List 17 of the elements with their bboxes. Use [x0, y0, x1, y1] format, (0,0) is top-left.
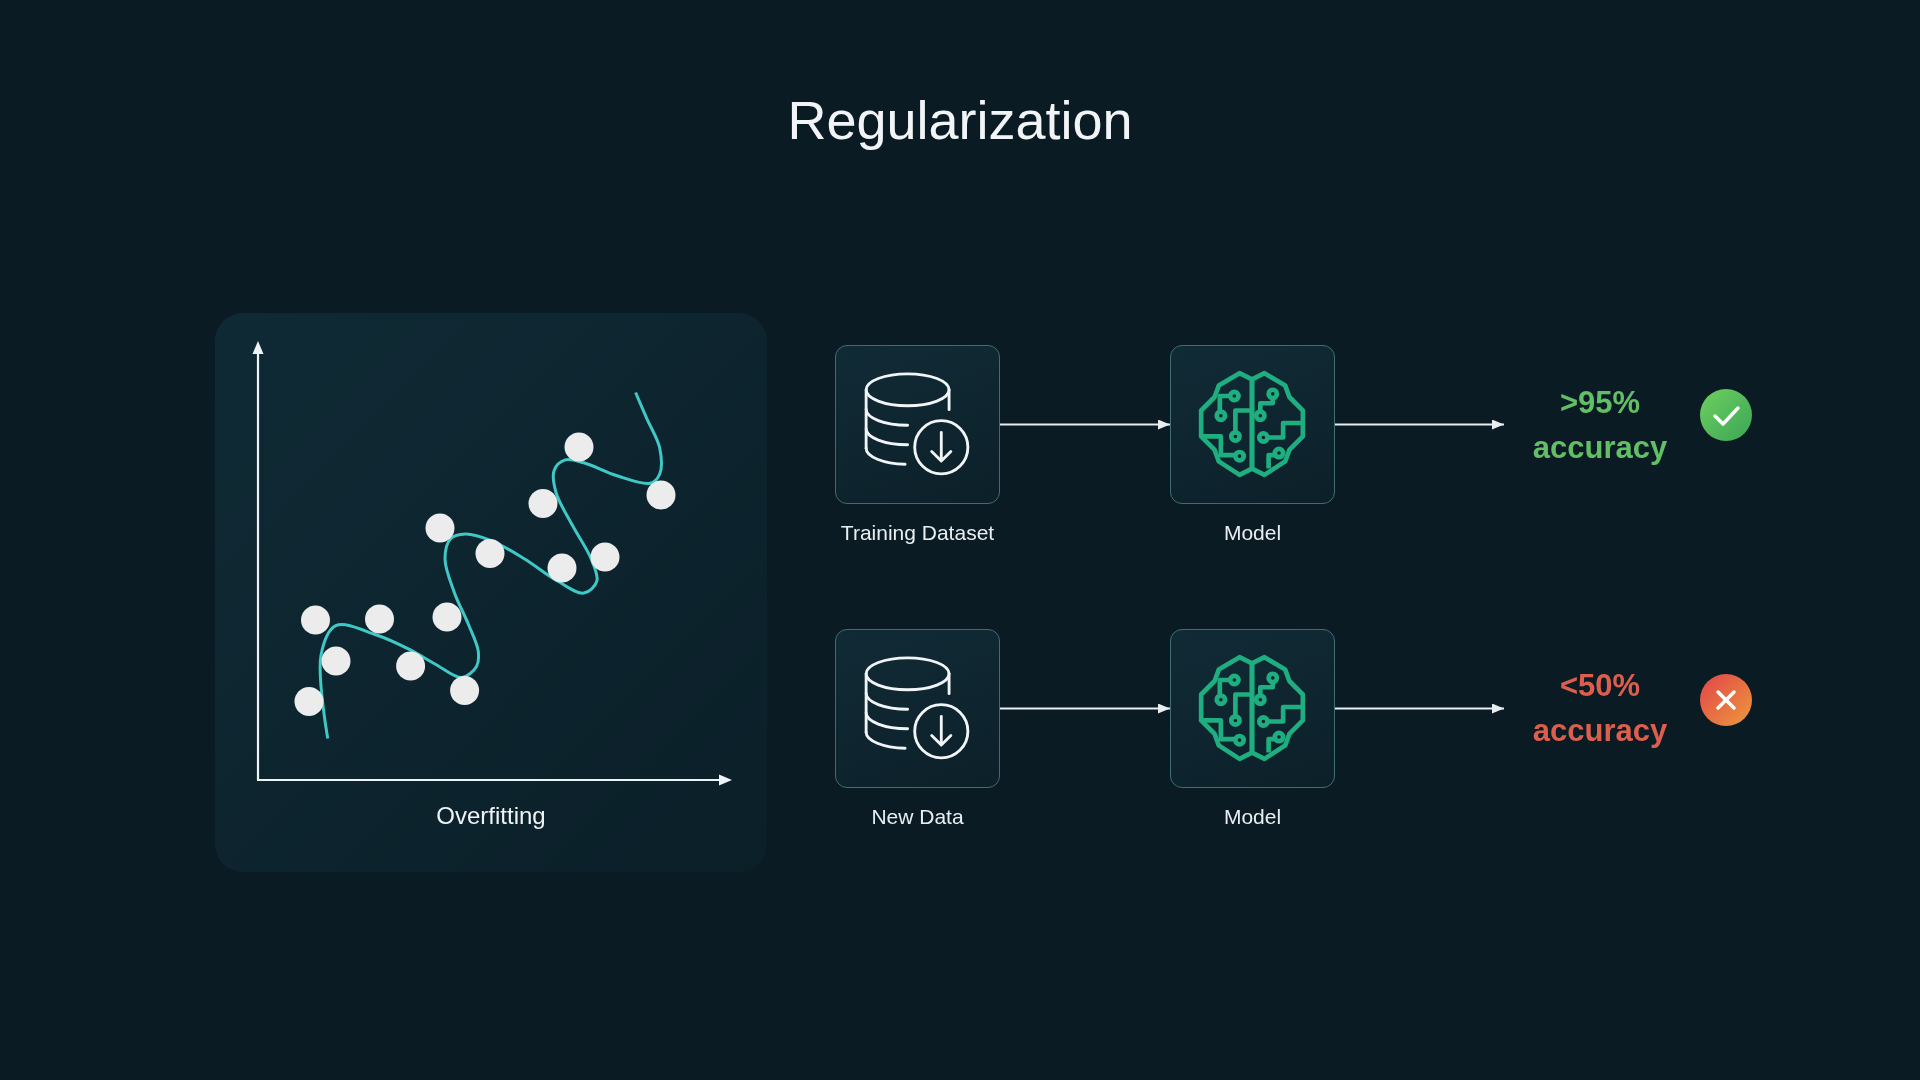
title: Regularization [787, 89, 1133, 152]
caption-text: Model [1223, 520, 1282, 546]
arrow [999, 703, 1171, 714]
arrow [1334, 419, 1505, 430]
icon-tile [835, 629, 1000, 788]
chart-panel [215, 313, 767, 872]
caption-text: Model [1223, 804, 1282, 830]
arrow [1334, 703, 1505, 714]
chart-caption: Overfitting [436, 801, 546, 831]
caption-text: Training Dataset [840, 520, 995, 546]
icon-tile [835, 345, 1000, 504]
icon-tile [1170, 345, 1335, 504]
result-text: >95% accuracy [1504, 380, 1696, 470]
caption-text: New Data [871, 804, 964, 830]
arrow [999, 419, 1171, 430]
result-text: <50% accuracy [1504, 663, 1696, 753]
icon-tile [1170, 629, 1335, 788]
